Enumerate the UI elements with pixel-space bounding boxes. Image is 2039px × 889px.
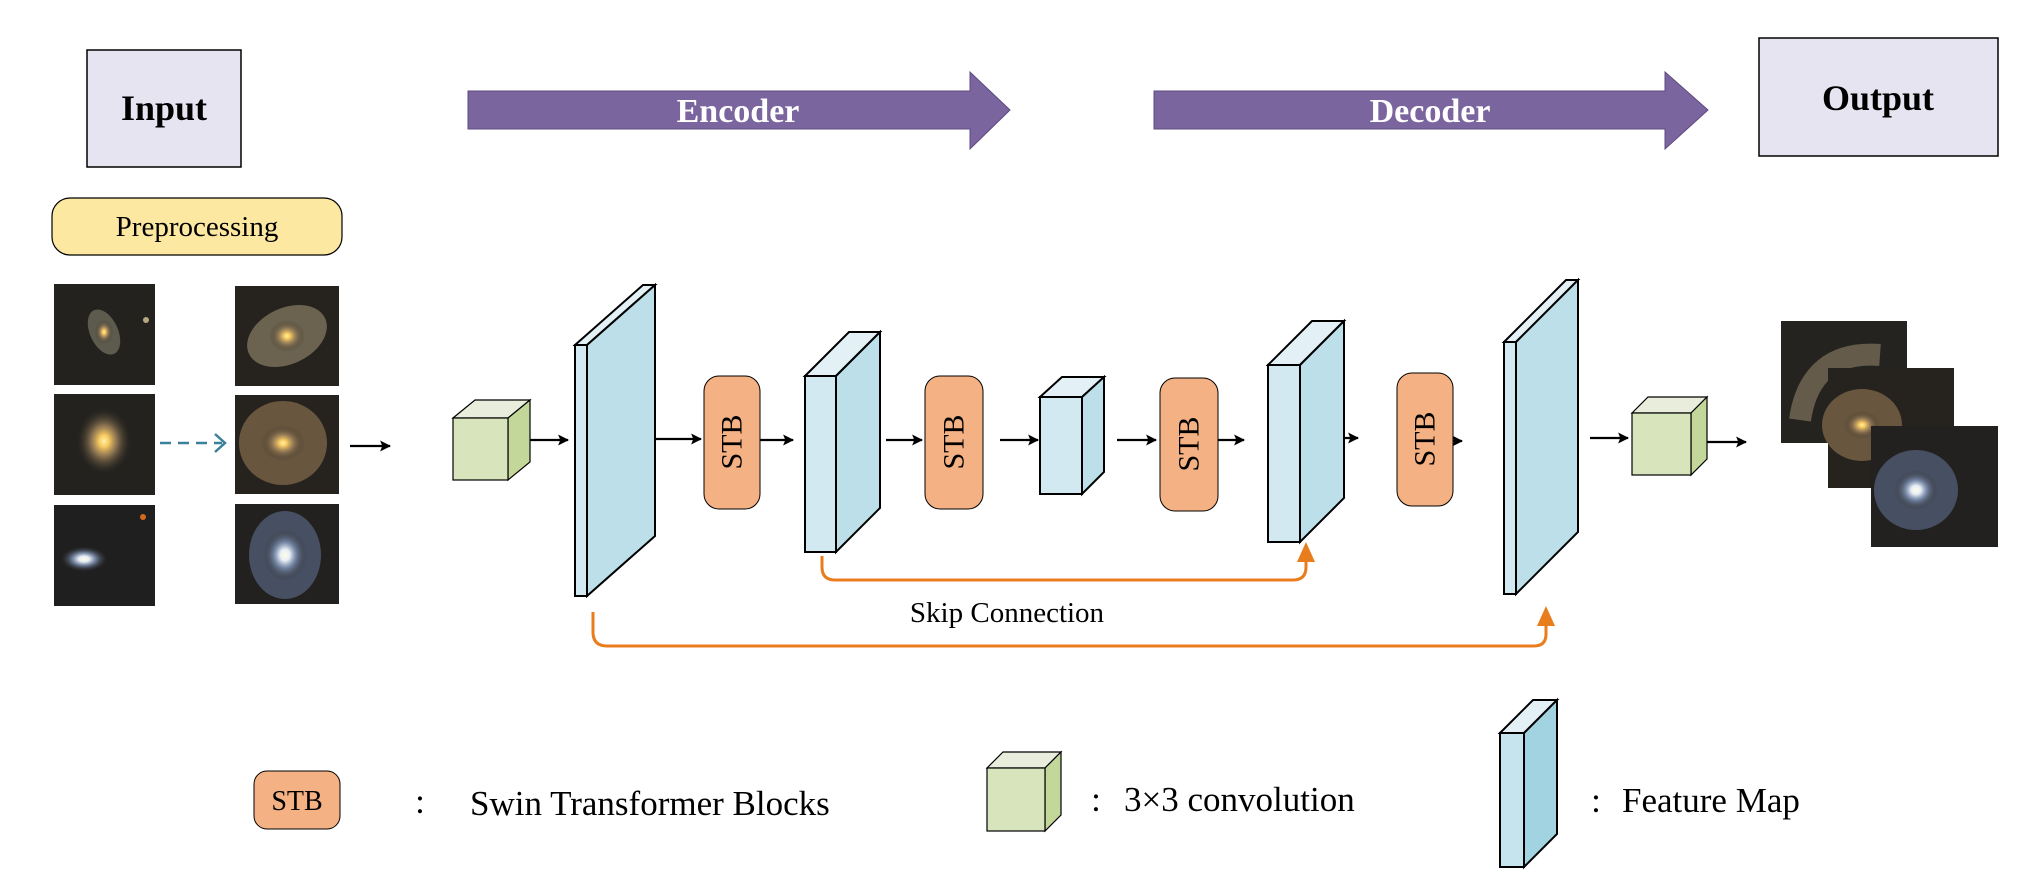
stb-label-1: STB: [716, 414, 749, 469]
conv-block-input: [451, 398, 532, 482]
legend: STB : Swin Transformer Blocks : 3×3 conv…: [253, 697, 1800, 870]
input-box: Input: [86, 49, 242, 168]
skip-connection-upper: [820, 542, 1315, 582]
conv-block-output: [1630, 395, 1709, 477]
encoder-arrow: Encoder: [467, 70, 1011, 151]
preprocessing-dashed-arrow: [160, 433, 227, 453]
raw-image-column: [54, 284, 155, 606]
encoder-label: Encoder: [677, 93, 800, 130]
skip-connection-lower: [591, 606, 1555, 648]
flow-arrows: [350, 432, 1748, 452]
legend-stb-separator: :: [415, 782, 425, 821]
legend-fm-separator: :: [1591, 781, 1601, 820]
processed-galaxy-image-3: [235, 504, 339, 604]
legend-conv-separator: :: [1091, 780, 1101, 819]
legend-conv-description: 3×3 convolution: [1124, 780, 1355, 819]
legend-stb-box-label: STB: [271, 786, 322, 817]
legend-stb-description: Swin Transformer Blocks: [470, 784, 830, 823]
stb-label-4: STB: [1409, 411, 1442, 466]
stb-block-1: STB: [703, 375, 761, 510]
stb-block-3: STB: [1159, 377, 1219, 512]
processed-galaxy-image-2: [235, 395, 339, 494]
output-galaxy-image-3: [1871, 426, 1998, 547]
feature-map-bottleneck: [1037, 374, 1107, 497]
output-box: Output: [1758, 37, 1999, 157]
feature-map-decoder-2: [1501, 277, 1581, 597]
feature-map-decoder-1: [1265, 318, 1347, 545]
decoder-arrow: Decoder: [1153, 70, 1709, 151]
raw-galaxy-image-1: [54, 284, 155, 385]
skip-connection-label: Skip Connection: [910, 597, 1105, 629]
stb-block-2: STB: [924, 375, 984, 510]
preprocessing-pill: Preprocessing: [51, 197, 343, 256]
output-image-stack: [1781, 321, 1998, 547]
feature-map-encoder-1: [572, 282, 658, 599]
processed-image-column: [235, 286, 339, 604]
preprocessing-label: Preprocessing: [116, 211, 279, 243]
legend-feature-map-description: Feature Map: [1622, 781, 1800, 820]
processed-galaxy-image-1: [235, 286, 339, 386]
output-label: Output: [1822, 78, 1934, 118]
legend-stb: STB : Swin Transformer Blocks: [253, 770, 830, 830]
stb-label-3: STB: [1173, 416, 1206, 471]
legend-conv: : 3×3 convolution: [985, 750, 1355, 833]
decoder-label: Decoder: [1370, 93, 1491, 130]
input-label: Input: [121, 88, 207, 128]
feature-map-encoder-2: [802, 329, 883, 555]
raw-galaxy-image-3: [54, 505, 155, 606]
stb-label-2: STB: [938, 414, 971, 469]
raw-galaxy-image-2: [54, 394, 155, 495]
legend-feature-map: : Feature Map: [1497, 697, 1800, 870]
stb-block-4: STB: [1396, 372, 1454, 507]
